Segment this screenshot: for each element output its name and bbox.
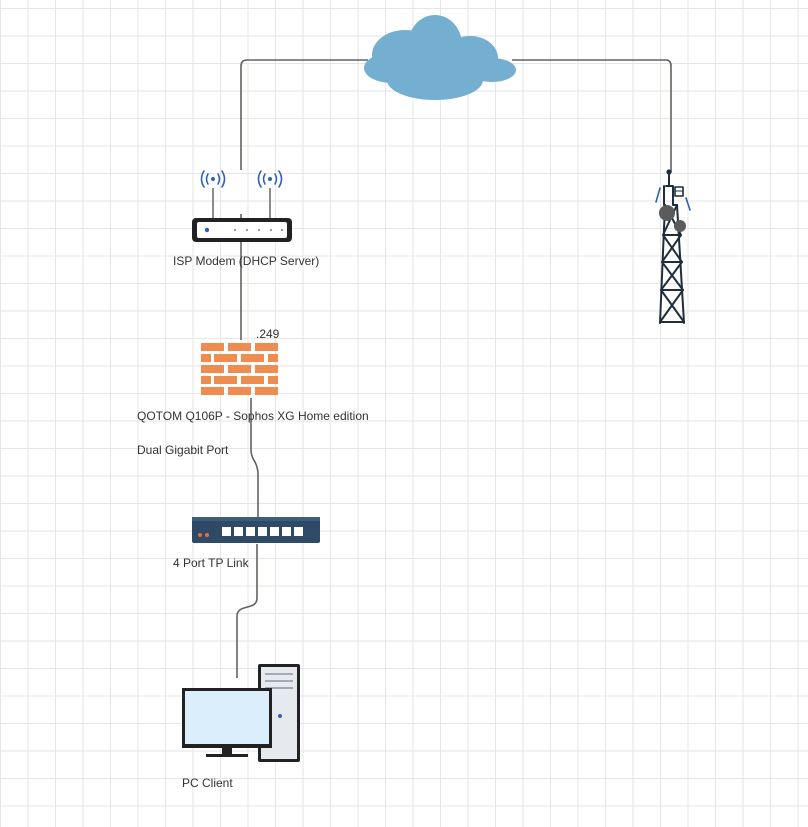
link-internet-tower[interactable]	[512, 59, 672, 172]
firewall-note: Dual Gigabit Port	[137, 443, 229, 457]
switch-label: 4 Port TP Link	[173, 556, 249, 570]
cell-tower-icon[interactable]	[655, 169, 691, 324]
network-switch-icon[interactable]	[192, 517, 320, 543]
cloud-icon[interactable]	[364, 15, 516, 100]
link-switch-pc[interactable]	[236, 544, 258, 678]
pc-label: PC Client	[182, 776, 233, 790]
firewall-ip-label: .249	[256, 327, 280, 341]
modem-icon[interactable]	[192, 170, 292, 242]
brick-wall-icon[interactable]	[201, 343, 278, 395]
firewall-label: QOTOM Q106P - Sophos XG Home edition	[137, 409, 369, 423]
link-modem-internet[interactable]	[240, 59, 368, 170]
link-firewall-switch[interactable]	[250, 398, 259, 518]
modem-label: ISP Modem (DHCP Server)	[173, 254, 320, 268]
desktop-computer-icon[interactable]	[182, 664, 300, 762]
